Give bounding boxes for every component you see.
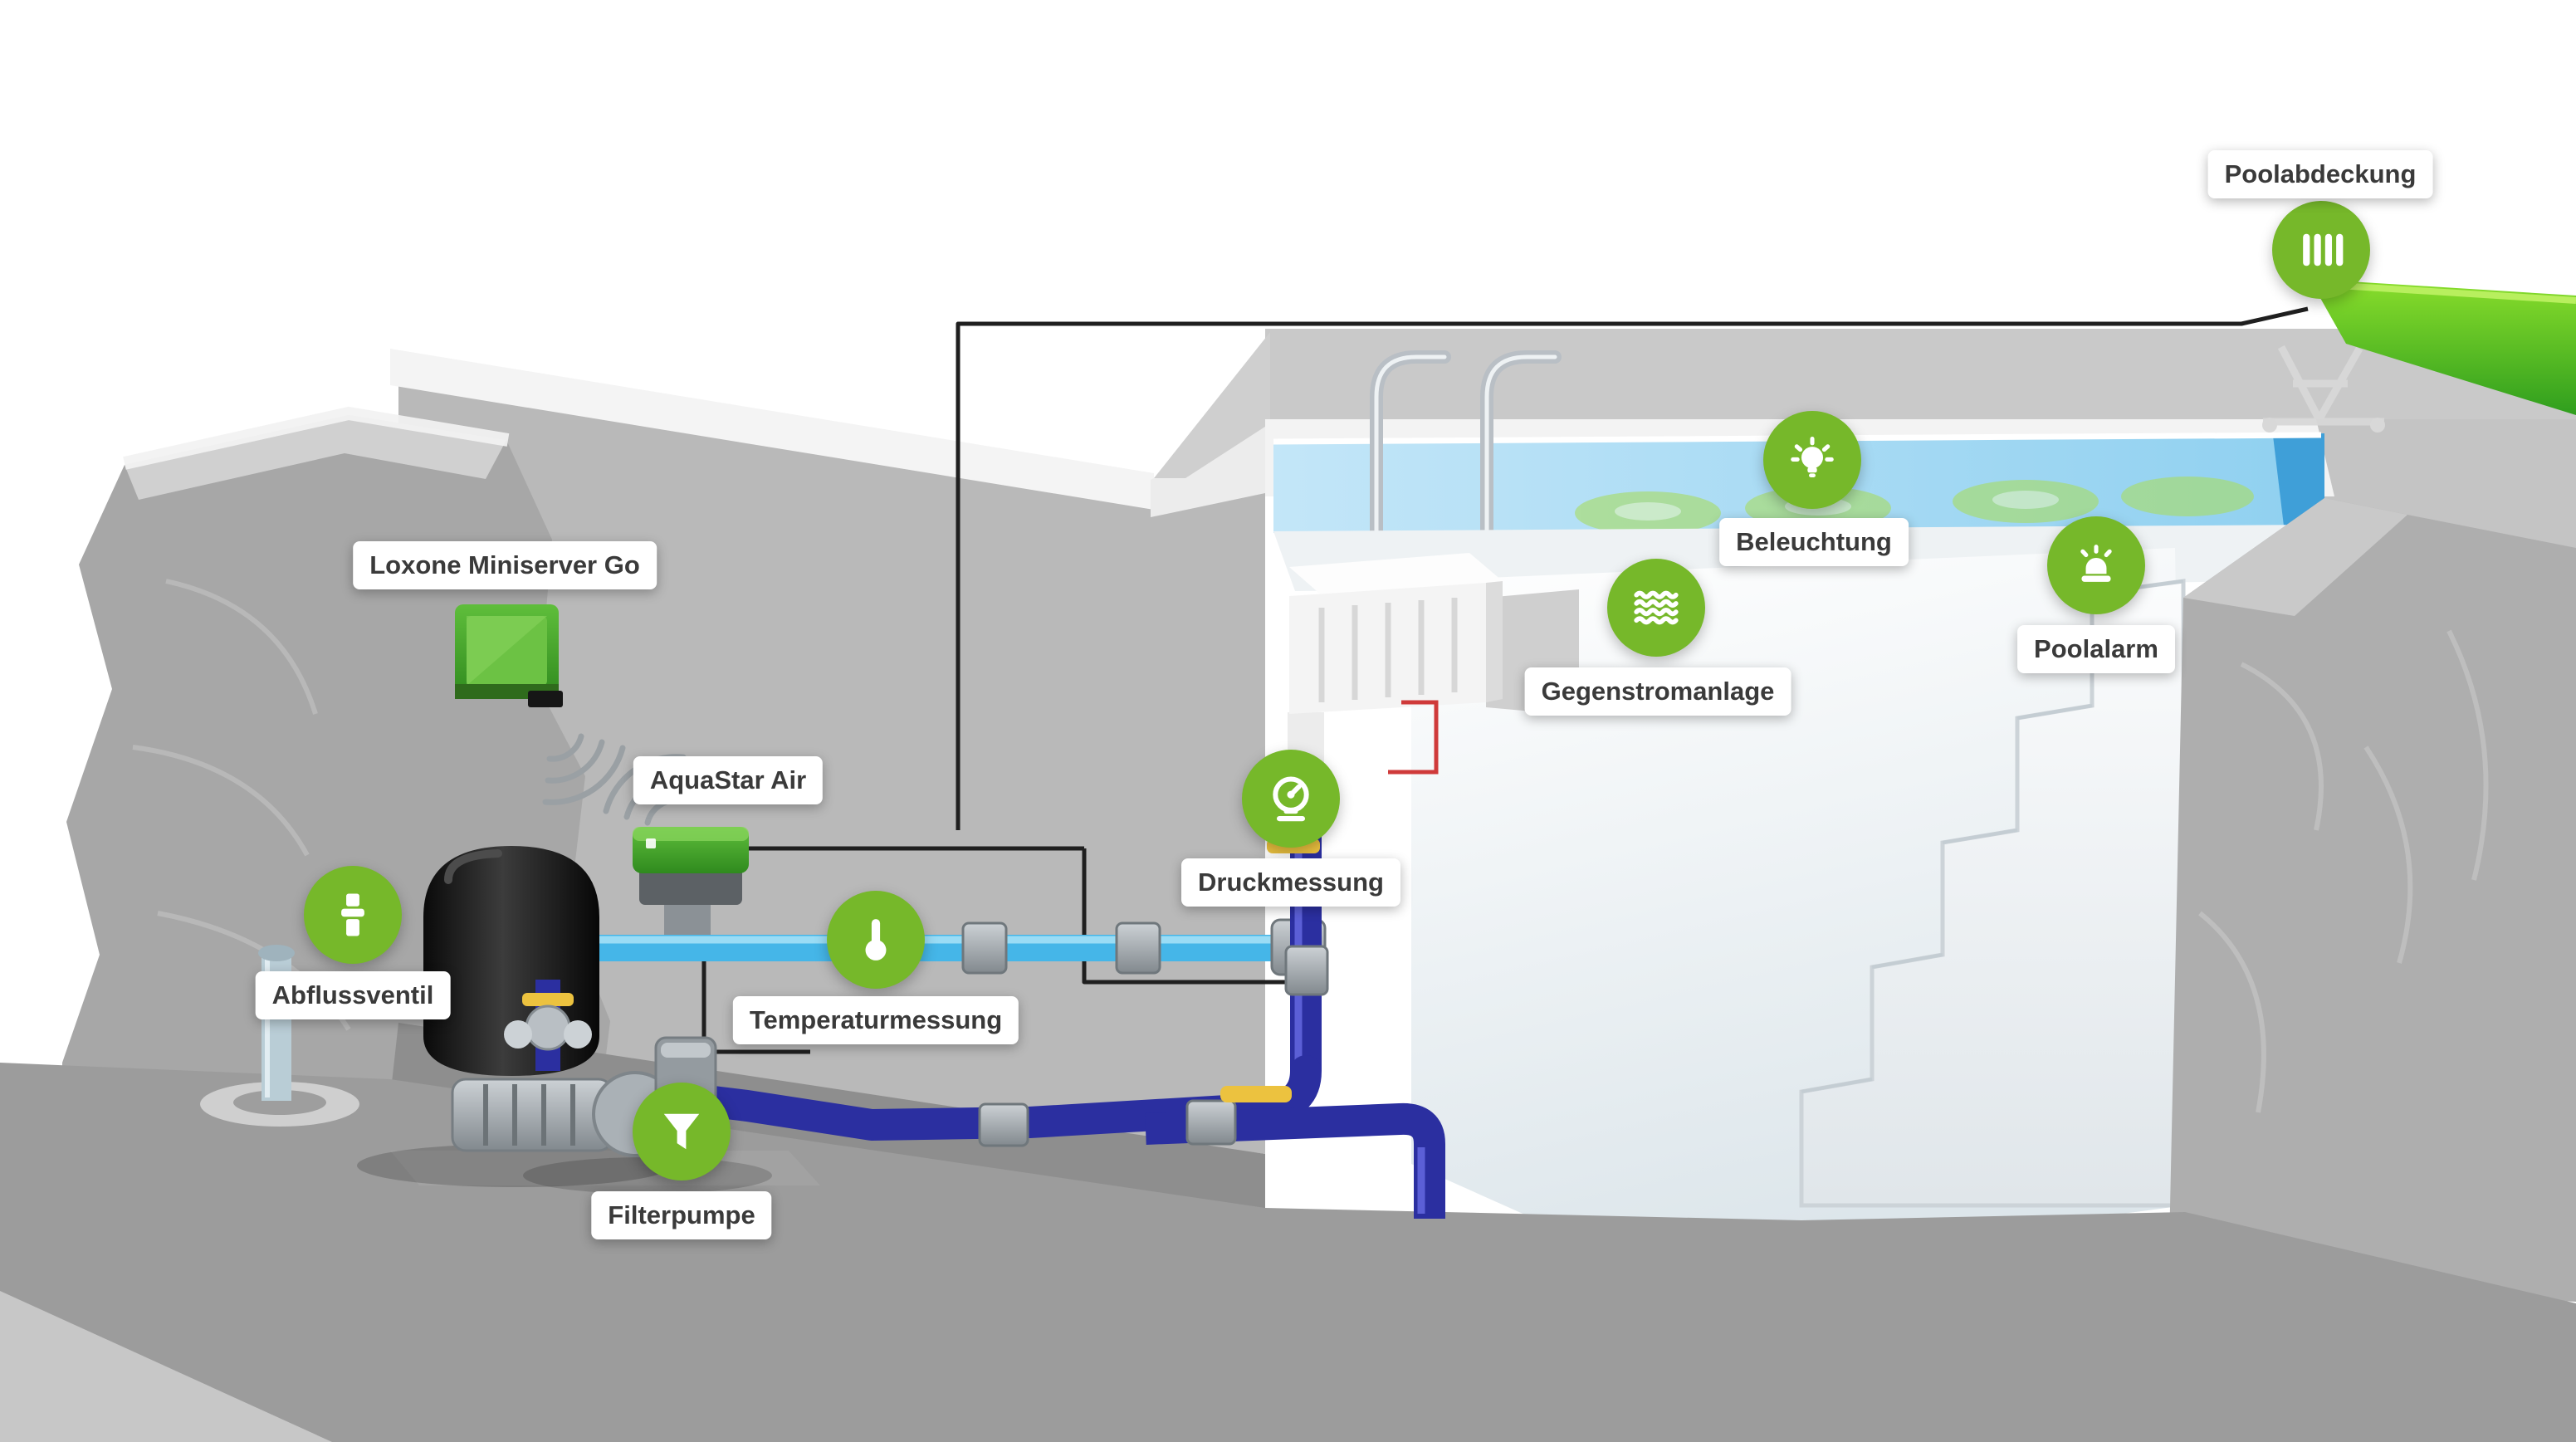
gegenstromanlage-label: Gegenstromanlage bbox=[1524, 667, 1791, 716]
aquastar-label: AquaStar Air bbox=[633, 756, 824, 804]
poolabdeckung-badge bbox=[2272, 201, 2370, 299]
pressure-gauge-icon bbox=[1273, 776, 1309, 822]
pipework bbox=[564, 834, 1445, 1219]
temperaturmessung-label: Temperaturmessung bbox=[732, 996, 1019, 1044]
poolalarm-badge bbox=[2047, 516, 2145, 614]
miniserver-label: Loxone Miniserver Go bbox=[353, 541, 657, 589]
skimmer-unit bbox=[1288, 553, 1579, 789]
sensor-wire-red bbox=[1388, 700, 1439, 775]
thermometer-icon bbox=[865, 919, 887, 961]
aquastar-device bbox=[633, 827, 749, 935]
miniserver-device bbox=[455, 604, 563, 707]
light-bulb-icon bbox=[1791, 436, 1834, 477]
abflussventil-label: Abflussventil bbox=[255, 971, 451, 1019]
gegenstromanlage-badge bbox=[1607, 559, 1705, 657]
drain-valve-icon bbox=[341, 893, 364, 936]
beleuchtung-badge bbox=[1763, 411, 1861, 509]
pool-cover-icon bbox=[2303, 233, 2344, 266]
funnel-icon bbox=[663, 1113, 700, 1150]
alarm-siren-icon bbox=[2080, 545, 2112, 582]
tank-valve bbox=[504, 980, 592, 1071]
waves-icon bbox=[1634, 590, 1679, 625]
poolabdeckung-label: Poolabdeckung bbox=[2207, 150, 2433, 198]
filterpumpe-label: Filterpumpe bbox=[591, 1191, 772, 1239]
right-rock bbox=[2168, 498, 2576, 1302]
pool-ladder bbox=[1370, 350, 1562, 545]
filterpumpe-badge bbox=[633, 1083, 731, 1180]
abflussventil-badge bbox=[304, 866, 402, 964]
druckmessung-badge bbox=[1242, 750, 1340, 848]
pool-cover-roll bbox=[2262, 279, 2576, 433]
beleuchtung-label: Beleuchtung bbox=[1719, 518, 1909, 566]
temperaturmessung-badge bbox=[827, 891, 925, 989]
poolalarm-label: Poolalarm bbox=[2017, 625, 2175, 673]
druckmessung-label: Druckmessung bbox=[1181, 858, 1400, 907]
